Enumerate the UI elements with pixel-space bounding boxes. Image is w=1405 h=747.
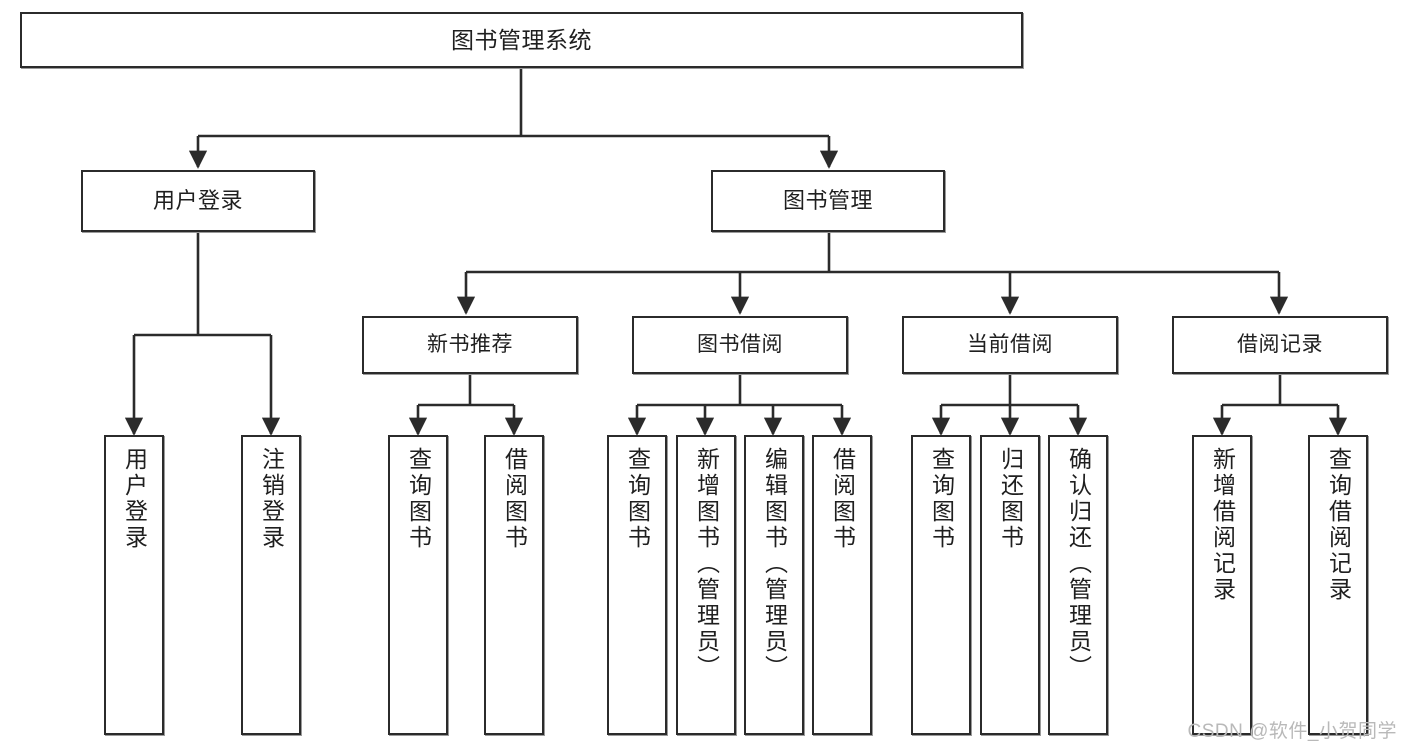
leaf-borrow-edit-book-admin[interactable]: 编辑图书（管理员） xyxy=(744,435,804,735)
node-label: 当前借阅 xyxy=(967,332,1053,356)
node-label: 借阅记录 xyxy=(1237,332,1323,356)
node-label: 图书管理系统 xyxy=(451,26,592,53)
node-label: 借阅图书 xyxy=(501,447,528,551)
leaf-current-confirm-return-admin[interactable]: 确认归还（管理员） xyxy=(1048,435,1108,735)
node-label: 借阅图书 xyxy=(829,447,856,551)
leaf-record-add-record[interactable]: 新增借阅记录 xyxy=(1192,435,1252,735)
node-label: 用户登录 xyxy=(152,188,243,214)
node-label: 编辑图书（管理员） xyxy=(761,447,788,681)
leaf-borrow-query-book[interactable]: 查询图书 xyxy=(607,435,667,735)
node-book-borrow[interactable]: 图书借阅 xyxy=(632,316,848,374)
watermark: CSDN @软件_小贺同学 xyxy=(1187,721,1397,742)
node-label: 确认归还（管理员） xyxy=(1065,447,1092,681)
node-book-management[interactable]: 图书管理 xyxy=(711,170,945,232)
leaf-user-login[interactable]: 用户登录 xyxy=(104,435,164,735)
node-label: 图书管理 xyxy=(782,188,873,214)
node-label: 注销登录 xyxy=(258,447,285,551)
leaf-recommend-query-book[interactable]: 查询图书 xyxy=(388,435,448,735)
leaf-borrow-add-book-admin[interactable]: 新增图书（管理员） xyxy=(676,435,736,735)
node-current-borrow[interactable]: 当前借阅 xyxy=(902,316,1118,374)
node-label: 归还图书 xyxy=(997,447,1024,551)
node-label: 查询图书 xyxy=(928,447,955,551)
leaf-recommend-borrow-book[interactable]: 借阅图书 xyxy=(484,435,544,735)
node-label: 用户登录 xyxy=(121,447,148,551)
node-label: 图书借阅 xyxy=(697,332,783,356)
node-label: 查询图书 xyxy=(624,447,651,551)
node-user-login[interactable]: 用户登录 xyxy=(81,170,315,232)
node-new-book-recommend[interactable]: 新书推荐 xyxy=(362,316,578,374)
leaf-logout[interactable]: 注销登录 xyxy=(241,435,301,735)
node-label: 新增借阅记录 xyxy=(1209,447,1236,603)
node-label: 查询借阅记录 xyxy=(1325,447,1352,603)
leaf-borrow-borrow-book[interactable]: 借阅图书 xyxy=(812,435,872,735)
node-borrow-record[interactable]: 借阅记录 xyxy=(1172,316,1388,374)
leaf-current-query-book[interactable]: 查询图书 xyxy=(911,435,971,735)
node-label: 新增图书（管理员） xyxy=(693,447,720,681)
node-root-system[interactable]: 图书管理系统 xyxy=(20,12,1023,68)
node-label: 新书推荐 xyxy=(427,332,513,356)
leaf-current-return-book[interactable]: 归还图书 xyxy=(980,435,1040,735)
leaf-record-query-record[interactable]: 查询借阅记录 xyxy=(1308,435,1368,735)
node-label: 查询图书 xyxy=(405,447,432,551)
